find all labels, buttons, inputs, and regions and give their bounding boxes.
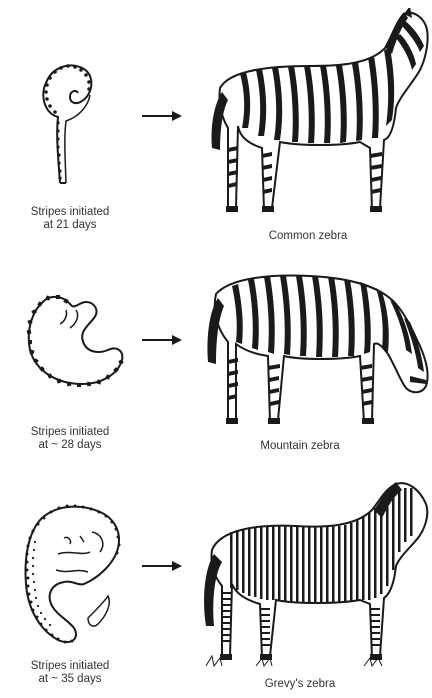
caption-line-2: at ~ 35 days [0, 673, 140, 686]
mountain-zebra-illustration [200, 264, 432, 434]
embryo-35-days-illustration [18, 498, 128, 648]
caption-line-1: Stripes initiated [0, 206, 140, 219]
grevys-zebra-caption: Grevy's zebra [200, 678, 400, 691]
common-zebra-caption: Common zebra [208, 230, 408, 243]
arrow-icon [140, 558, 184, 574]
row-common-zebra: Stripes initiated at 21 days Common zebr… [0, 0, 432, 250]
caption-line-1: Stripes initiated [0, 660, 140, 673]
row-mountain-zebra: Stripes initiated at ~ 28 days Mountain … [0, 250, 432, 480]
embryo-28-days-illustration [18, 280, 128, 390]
mountain-zebra-caption: Mountain zebra [200, 440, 400, 453]
common-zebra-illustration [200, 8, 432, 223]
arrow-icon [140, 108, 184, 124]
caption-line-2: at ~ 28 days [0, 439, 140, 452]
caption-line-1: Stripes initiated [0, 426, 140, 439]
embryo-21-days-caption: Stripes initiated at 21 days [0, 206, 140, 232]
embryo-28-days-caption: Stripes initiated at ~ 28 days [0, 426, 140, 452]
arrow-icon [140, 332, 184, 348]
caption-line-2: at 21 days [0, 219, 140, 232]
embryo-21-days-illustration [30, 55, 110, 190]
embryo-35-days-caption: Stripes initiated at ~ 35 days [0, 660, 140, 686]
row-grevys-zebra: Stripes initiated at ~ 35 days Grevy's z… [0, 480, 432, 698]
grevys-zebra-illustration [196, 480, 432, 670]
